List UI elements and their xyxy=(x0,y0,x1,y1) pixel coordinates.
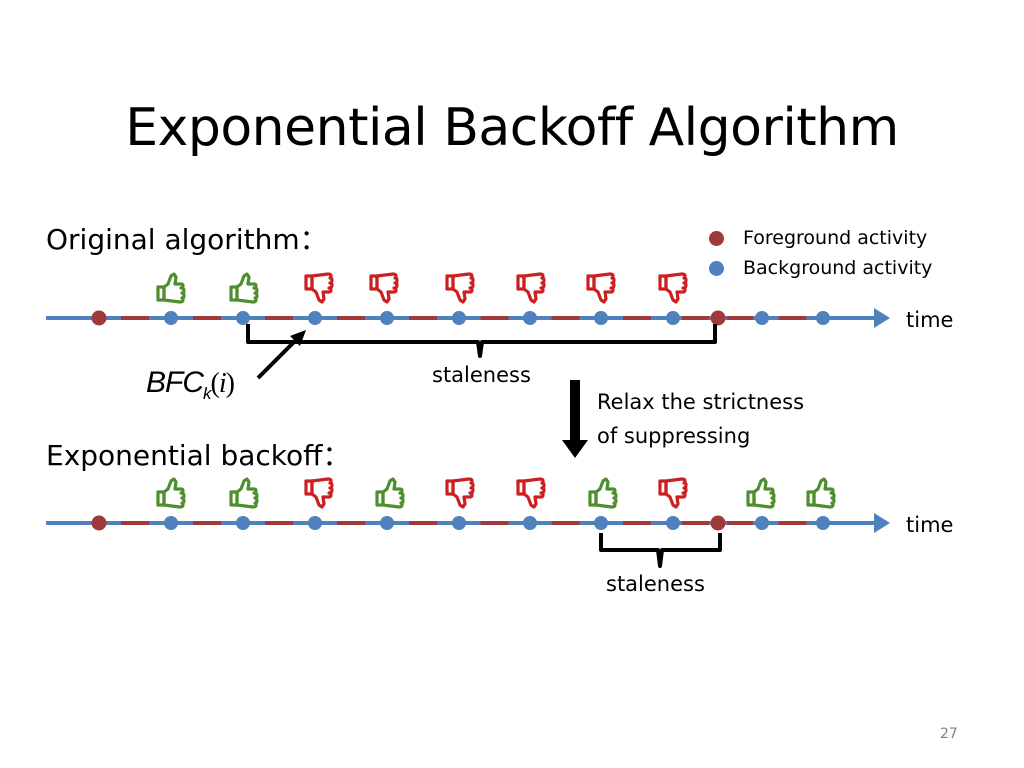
backoff-thumbs-down-icon xyxy=(516,477,546,509)
original-thumbs-up-icon xyxy=(156,272,186,304)
original-thumbs-down-icon xyxy=(369,272,399,304)
backoff-thumbs-down-icon xyxy=(304,477,334,509)
staleness-brace-original xyxy=(246,324,717,358)
legend-background-dot xyxy=(709,261,724,276)
time-axis-label-original: time xyxy=(906,308,954,332)
backoff-thumbs-down-icon xyxy=(445,477,475,509)
backoff-thumbs-up-icon xyxy=(156,477,186,509)
backoff-background-event xyxy=(523,516,537,530)
backoff-thumbs-up-icon xyxy=(746,477,776,509)
timeline-backoff xyxy=(46,477,890,568)
original-background-event xyxy=(666,311,680,325)
staleness-label-original: staleness xyxy=(432,363,531,387)
legend-foreground-dot xyxy=(709,231,724,246)
timeline-original-arrowhead xyxy=(874,308,890,328)
original-thumbs-down-icon xyxy=(516,272,546,304)
backoff-background-event xyxy=(816,516,830,530)
backoff-foreground-event xyxy=(710,515,726,531)
original-thumbs-down-icon xyxy=(658,272,688,304)
bfc-main: BFC xyxy=(146,366,204,399)
original-background-event xyxy=(236,311,250,325)
bfc-pointer-arrow xyxy=(256,330,306,380)
original-background-event xyxy=(452,311,466,325)
original-background-event xyxy=(755,311,769,325)
backoff-background-event xyxy=(594,516,608,530)
original-background-event xyxy=(164,311,178,325)
original-thumbs-down-icon xyxy=(586,272,616,304)
time-axis-label-backoff: time xyxy=(906,513,954,537)
down-arrow xyxy=(562,380,588,458)
backoff-background-event xyxy=(164,516,178,530)
original-background-event xyxy=(523,311,537,325)
legend-foreground-label: Foreground activity xyxy=(743,227,928,249)
original-background-event xyxy=(380,311,394,325)
backoff-thumbs-up-icon xyxy=(588,477,618,509)
original-foreground-event xyxy=(91,310,107,326)
bfc-open-paren: ( xyxy=(210,368,220,399)
relax-text-line2: of suppressing xyxy=(597,424,751,448)
bfc-close-paren: ) xyxy=(225,368,235,399)
timeline-original-feedback xyxy=(156,272,688,304)
backoff-thumbs-down-icon xyxy=(658,477,688,509)
backoff-background-event xyxy=(236,516,250,530)
bfc-label: BFCk(i) xyxy=(146,366,235,404)
timeline-backoff-arrowhead xyxy=(874,513,890,533)
slide-title: Exponential Backoff Algorithm xyxy=(125,98,899,158)
relax-text-line1: Relax the strictness xyxy=(597,390,805,414)
bfc-subscript: k xyxy=(203,384,211,403)
legend-background-label: Background activity xyxy=(743,257,933,279)
backoff-background-event xyxy=(755,516,769,530)
original-foreground-event xyxy=(710,310,726,326)
original-thumbs-up-icon xyxy=(229,272,259,304)
original-thumbs-down-icon xyxy=(304,272,334,304)
bfc-var: i xyxy=(218,368,227,399)
backoff-background-event xyxy=(308,516,322,530)
original-background-event xyxy=(594,311,608,325)
exponential-backoff-heading: Exponential backoff： xyxy=(46,439,351,472)
timeline-original xyxy=(46,272,890,380)
backoff-thumbs-up-icon xyxy=(229,477,259,509)
original-algorithm-heading: Original algorithm： xyxy=(46,223,328,256)
timeline-backoff-feedback xyxy=(156,477,836,509)
original-background-event xyxy=(816,311,830,325)
staleness-brace-backoff xyxy=(599,533,722,568)
backoff-background-event xyxy=(452,516,466,530)
timeline-backoff-events xyxy=(91,515,830,531)
backoff-thumbs-up-icon xyxy=(806,477,836,509)
backoff-background-event xyxy=(380,516,394,530)
staleness-label-backoff: staleness xyxy=(606,572,705,596)
original-thumbs-down-icon xyxy=(445,272,475,304)
page-number: 27 xyxy=(940,726,958,742)
timeline-original-events xyxy=(91,310,830,326)
backoff-background-event xyxy=(666,516,680,530)
backoff-foreground-event xyxy=(91,515,107,531)
original-background-event xyxy=(308,311,322,325)
backoff-thumbs-up-icon xyxy=(375,477,405,509)
